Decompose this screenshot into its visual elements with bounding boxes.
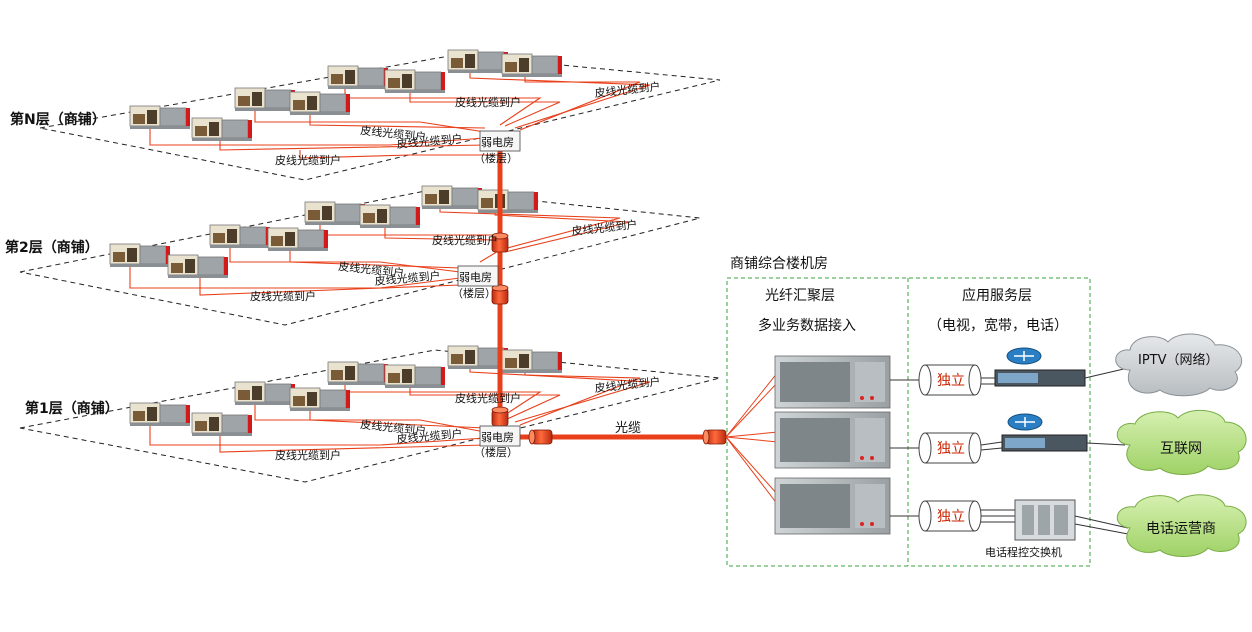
cable-label: 皮线光缆到户: [432, 233, 498, 247]
weak-room-n: 弱电房: [481, 136, 514, 149]
machine-room-title: 商铺综合楼机房: [730, 256, 828, 272]
floor-plane-2: [19, 189, 701, 326]
internet-label: 互联网: [1160, 441, 1202, 457]
floor-plane-n: [39, 54, 721, 181]
iptv-label: IPTV（网络）: [1138, 352, 1219, 368]
service-title: 应用服务层: [962, 287, 1032, 304]
cable-label: 皮线光缆到户: [374, 268, 441, 288]
cable-label: 皮线光缆到户: [338, 259, 405, 280]
cable-label: 皮线光缆到户: [275, 448, 341, 462]
server-icon: [994, 369, 1086, 387]
weak-room-box-n: [479, 130, 521, 152]
internet-cloud: [1116, 409, 1247, 475]
independent-label-2: 独立: [937, 441, 965, 457]
cable-label: 皮线光缆到户: [275, 153, 341, 167]
weak-room-2: 弱电房: [459, 271, 492, 284]
machine-room-border: [726, 277, 1091, 567]
trunk-cable-label: 光缆: [615, 420, 641, 436]
independent-label-3: 独立: [937, 509, 965, 525]
weak-room-1: 弱电房: [481, 431, 514, 444]
cable-label: 皮线光缆到户: [594, 79, 661, 100]
cloud-links: [1074, 367, 1129, 535]
cable-label: 皮线光缆到户: [396, 131, 463, 151]
aggregation-rack-3: [774, 477, 891, 535]
weak-room-box-2: [457, 265, 499, 287]
telecom-cloud: [1117, 494, 1247, 557]
independent-box-2: [918, 432, 982, 464]
floor-2-label: 第2层（商铺）: [5, 239, 99, 256]
aggregation-rack-1: [774, 355, 891, 409]
service-links: [980, 377, 1015, 523]
cable-label: 皮线光缆到户: [250, 289, 316, 303]
weak-room-2-sub: （楼层）: [452, 286, 496, 300]
independent-label-1: 独立: [937, 373, 965, 389]
independent-box-1: [918, 364, 982, 396]
cable-label: 皮线光缆到户: [594, 374, 661, 395]
aggregation-rack-2: [774, 411, 891, 469]
iptv-cloud: [1115, 333, 1243, 397]
aggregation-subtitle: 多业务数据接入: [758, 317, 856, 334]
router-icon: [1007, 413, 1043, 431]
service-subtitle: （电视，宽带，电话）: [928, 317, 1068, 334]
cable-label: 皮线光缆到户: [571, 217, 638, 238]
router-icon: [1006, 347, 1042, 365]
cable-label: 皮线光缆到户: [455, 95, 521, 109]
cable-label: 皮线光缆到户: [396, 426, 463, 446]
independent-box-3: [918, 500, 982, 532]
floor-n-label: 第N层（商铺）: [10, 111, 106, 128]
weak-room-n-sub: （楼层）: [474, 151, 518, 165]
cable-label: 皮线光缆到户: [360, 123, 427, 144]
aggregation-title: 光纤汇聚层: [765, 288, 835, 304]
shops-floor-2: [109, 185, 539, 279]
cable-label: 皮线光缆到户: [360, 417, 427, 438]
server-icon: [1001, 434, 1088, 452]
pbx-label: 电话程控交换机: [985, 545, 1062, 559]
telecom-label: 电话运营商: [1146, 521, 1216, 537]
floor-plane-1: [19, 349, 721, 483]
weak-room-1-sub: （楼层）: [474, 445, 518, 459]
pbx-switch-icon: [1014, 499, 1076, 541]
weak-room-box-1: [479, 425, 521, 447]
fanout-fibers: [725, 371, 779, 506]
cable-label: 皮线光缆到户: [455, 391, 521, 405]
floor-2-cables: [129, 200, 631, 296]
floor-1-label: 第1层（商铺）: [25, 400, 119, 417]
connector-icons: [491, 232, 727, 445]
